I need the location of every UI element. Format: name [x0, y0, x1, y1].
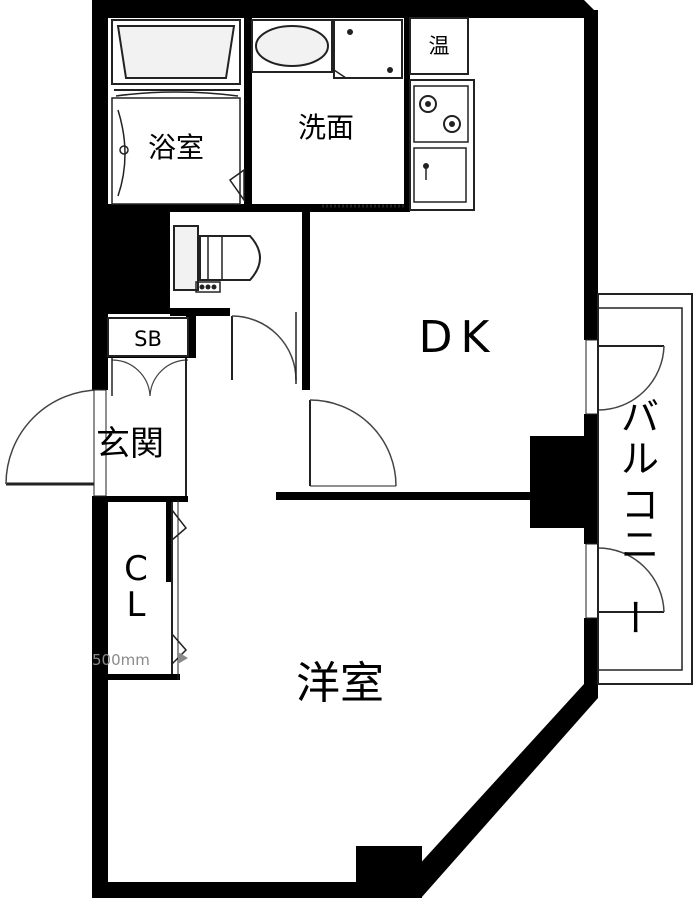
shoe-box-label: SB: [134, 327, 162, 351]
column-bottom: [356, 846, 422, 898]
bathtub: [111, 19, 241, 97]
dk-door[interactable]: [309, 399, 397, 487]
washing-machine-pan: [333, 19, 403, 79]
shoe-box-doors[interactable]: [111, 358, 189, 496]
western-room-label: 洋室: [296, 658, 384, 709]
balcony-door-upper[interactable]: [585, 339, 665, 415]
washbasin: [251, 19, 333, 73]
outer-walls: [92, 0, 598, 898]
dimension-label: 500mm: [92, 651, 150, 669]
entrance-door[interactable]: [0, 389, 107, 497]
closet-doors[interactable]: [171, 500, 188, 680]
closet-label-l: L: [127, 585, 146, 625]
balcony-label-char: バ: [621, 395, 659, 439]
dimension-arrow-icon: [178, 652, 188, 664]
pipe-shaft: [108, 206, 170, 314]
balcony: [597, 293, 693, 685]
washroom-label: 洗面: [298, 111, 354, 144]
shower-area: [111, 97, 245, 205]
kitchen-counter: [409, 79, 475, 211]
shoe-box: [107, 317, 189, 357]
balcony-label-char: ル: [621, 437, 659, 481]
balcony-door-lower[interactable]: [585, 543, 665, 619]
water-heater-label: 温: [429, 34, 450, 58]
closet-label-c: C: [124, 549, 148, 589]
entrance-label: 玄関: [96, 424, 164, 464]
balcony-label-char: ー: [612, 598, 656, 636]
toilet-door[interactable]: [231, 312, 297, 384]
dk-label: DK: [419, 312, 498, 363]
balcony-label-char: ニ: [621, 523, 659, 567]
toilet: [173, 225, 261, 293]
column-right: [530, 436, 586, 528]
balcony-label-char: コ: [621, 483, 659, 527]
balcony-label: バ ル コ ニ ー: [612, 395, 659, 636]
water-heater: [409, 17, 469, 75]
bath-label: 浴室: [148, 131, 204, 164]
